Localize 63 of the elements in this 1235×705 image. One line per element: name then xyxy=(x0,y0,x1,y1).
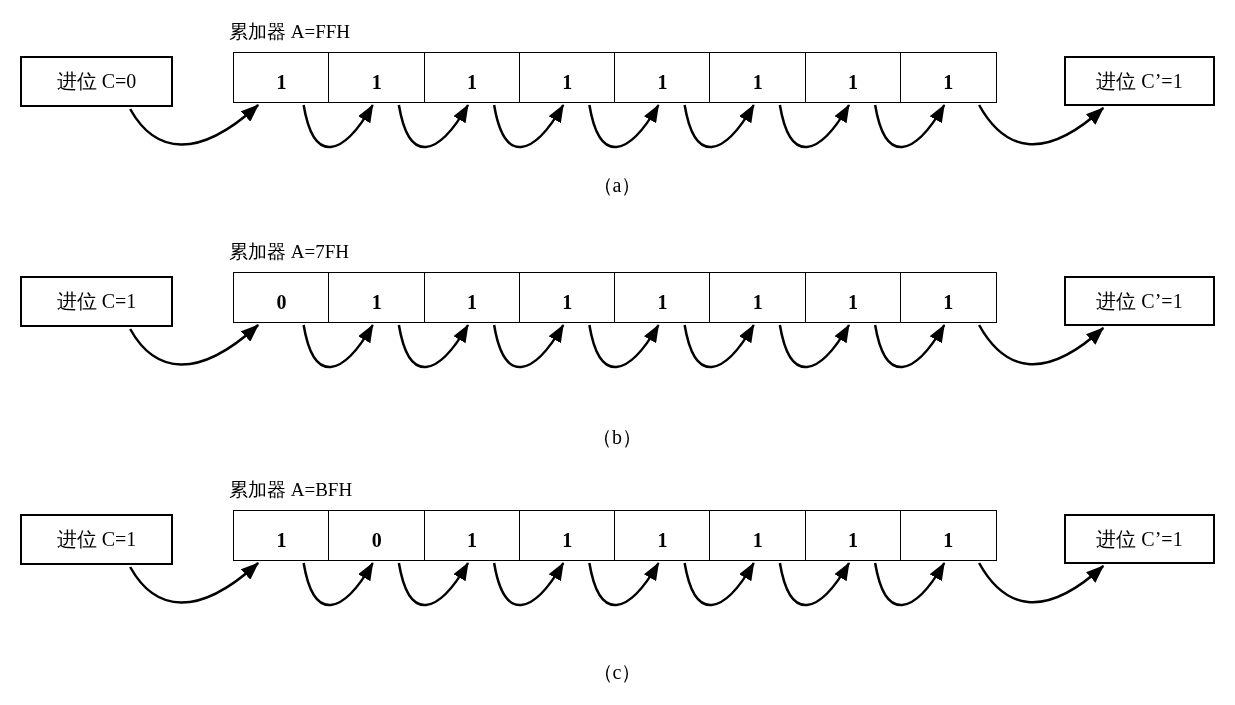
carry-box: 进位 C’=1 xyxy=(1064,514,1215,564)
curved-arrow xyxy=(397,562,470,607)
curved-arrow xyxy=(683,104,755,149)
curved-arrow xyxy=(588,104,660,149)
bit-cell: 1 xyxy=(804,52,902,103)
register-label: 累加器 A=BFH xyxy=(229,478,353,502)
curved-arrow xyxy=(588,324,660,369)
bit-cell: 1 xyxy=(709,272,806,323)
subfigure-caption: （c） xyxy=(592,660,642,684)
curved-arrow xyxy=(129,324,259,366)
curved-arrow xyxy=(873,562,946,607)
bit-cell: 1 xyxy=(328,272,425,323)
bit-cell: 1 xyxy=(804,272,902,323)
bit-cell: 1 xyxy=(614,272,711,323)
bit-cell: 1 xyxy=(709,510,806,561)
bit-cell: 1 xyxy=(899,510,997,561)
curved-arrow xyxy=(397,324,470,369)
curved-arrow xyxy=(778,562,851,607)
bit-cell: 1 xyxy=(328,52,425,103)
carry-box: 进位 C=1 xyxy=(20,276,173,327)
subfigure-caption: （b） xyxy=(592,425,642,449)
curved-arrow xyxy=(302,324,374,369)
bit-cell: 1 xyxy=(518,510,616,561)
carry-box: 进位 C’=1 xyxy=(1064,56,1215,106)
curved-arrow xyxy=(492,562,565,607)
bit-cell: 1 xyxy=(423,52,521,103)
bit-cell: 1 xyxy=(899,272,997,323)
curved-arrow xyxy=(873,104,946,149)
register-label: 累加器 A=7FH xyxy=(229,240,349,264)
bit-cell: 1 xyxy=(614,510,711,561)
subfigure-caption: （a） xyxy=(592,173,642,197)
curved-arrow xyxy=(683,562,755,607)
curved-arrow xyxy=(302,104,374,149)
curved-arrow xyxy=(873,324,946,369)
bit-cell: 1 xyxy=(518,272,616,323)
carry-box: 进位 C=0 xyxy=(20,56,173,107)
bit-cell: 1 xyxy=(233,52,330,103)
bit-cell: 1 xyxy=(233,510,330,561)
curved-arrow xyxy=(683,324,755,369)
bit-cell: 1 xyxy=(899,52,997,103)
bit-cell: 1 xyxy=(804,510,902,561)
curved-arrow xyxy=(978,562,1105,604)
curved-arrow xyxy=(302,562,374,607)
curved-arrow xyxy=(978,104,1105,146)
curved-arrow xyxy=(978,324,1105,366)
curved-arrow xyxy=(588,562,660,607)
curved-arrow xyxy=(129,562,259,604)
bit-cell: 0 xyxy=(233,272,330,323)
bit-cell: 1 xyxy=(423,272,521,323)
bit-cell: 1 xyxy=(709,52,806,103)
bit-cell: 1 xyxy=(518,52,616,103)
carry-box: 进位 C=1 xyxy=(20,514,173,565)
carry-box: 进位 C’=1 xyxy=(1064,276,1215,326)
curved-arrow xyxy=(397,104,470,149)
register-label: 累加器 A=FFH xyxy=(229,20,351,44)
curved-arrow xyxy=(129,104,259,146)
curved-arrow xyxy=(778,324,851,369)
curved-arrow xyxy=(778,104,851,149)
bit-cell: 1 xyxy=(614,52,711,103)
bit-cell: 0 xyxy=(328,510,425,561)
bit-cell: 1 xyxy=(423,510,521,561)
curved-arrow xyxy=(492,104,565,149)
curved-arrow xyxy=(492,324,565,369)
